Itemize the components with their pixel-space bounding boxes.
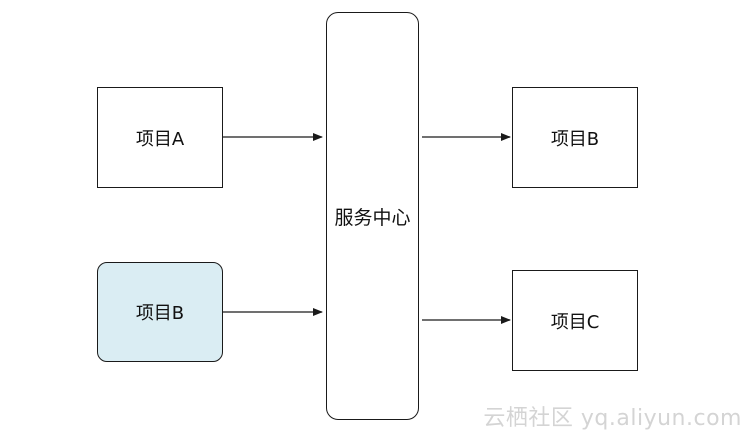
node-project-b-target-label: 项目B xyxy=(550,128,600,150)
node-project-a-label: 项目A xyxy=(135,128,185,150)
node-service-center: 服务中心 xyxy=(326,12,419,420)
node-project-c: 项目C xyxy=(512,270,638,371)
site-watermark: 云栖社区 yq.aliyun.com xyxy=(483,406,742,431)
node-project-b-target: 项目B xyxy=(512,87,638,188)
node-project-a: 项目A xyxy=(97,87,223,188)
node-service-center-label: 服务中心 xyxy=(334,206,411,229)
node-project-b-source-label: 项目B xyxy=(135,303,185,324)
node-project-b-source: 项目B xyxy=(97,262,223,362)
node-project-c-label: 项目C xyxy=(550,311,600,333)
